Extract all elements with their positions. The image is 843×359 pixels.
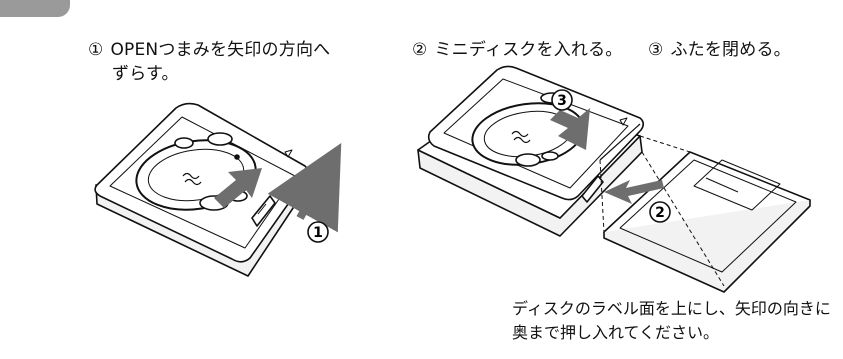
step-1-text-line1: OPENつまみを矢印の方向へ — [110, 40, 331, 60]
callout-2-label: 2 — [655, 205, 665, 221]
step-1-number: ① — [88, 40, 104, 60]
step-2-number: ② — [412, 40, 428, 60]
step-1-instruction: ① OPENつまみを矢印の方向へ ずらす。 — [88, 38, 330, 86]
step-3-text: ふたを閉める。 — [670, 40, 791, 60]
step-1-text-line2: ずらす。 — [112, 64, 179, 84]
open-direction-arrow — [267, 142, 342, 233]
minidisc-player-right — [417, 65, 645, 237]
minidisc-cartridge — [603, 151, 811, 293]
step-3-instruction: ③ ふたを閉める。 — [648, 38, 791, 62]
caption-line-2: 奥まで押し入れてください。 — [512, 323, 720, 342]
insert-disc-arrow — [604, 180, 664, 204]
callout-3-circle — [551, 89, 573, 111]
callout-3-label: 3 — [557, 93, 567, 109]
callout-1-circle — [307, 221, 329, 243]
section-tab — [0, 0, 70, 17]
step-3-number: ③ — [648, 40, 664, 60]
callout-2-circle — [649, 201, 671, 223]
insertion-guides — [599, 135, 725, 287]
caption-line-1: ディスクのラベル面を上にし、矢印の向きに — [512, 299, 831, 318]
disc-insertion-caption: ディスクのラベル面を上にし、矢印の向きに 奥まで押し入れてください。 — [512, 297, 831, 345]
minidisc-player-left — [94, 102, 309, 277]
step-2-text: ミニディスクを入れる。 — [434, 40, 623, 60]
step-2-instruction: ② ミニディスクを入れる。 — [412, 38, 622, 62]
callout-1-label: 1 — [313, 225, 323, 241]
close-lid-arrow — [550, 108, 590, 150]
slide-arrow-left — [214, 168, 262, 208]
